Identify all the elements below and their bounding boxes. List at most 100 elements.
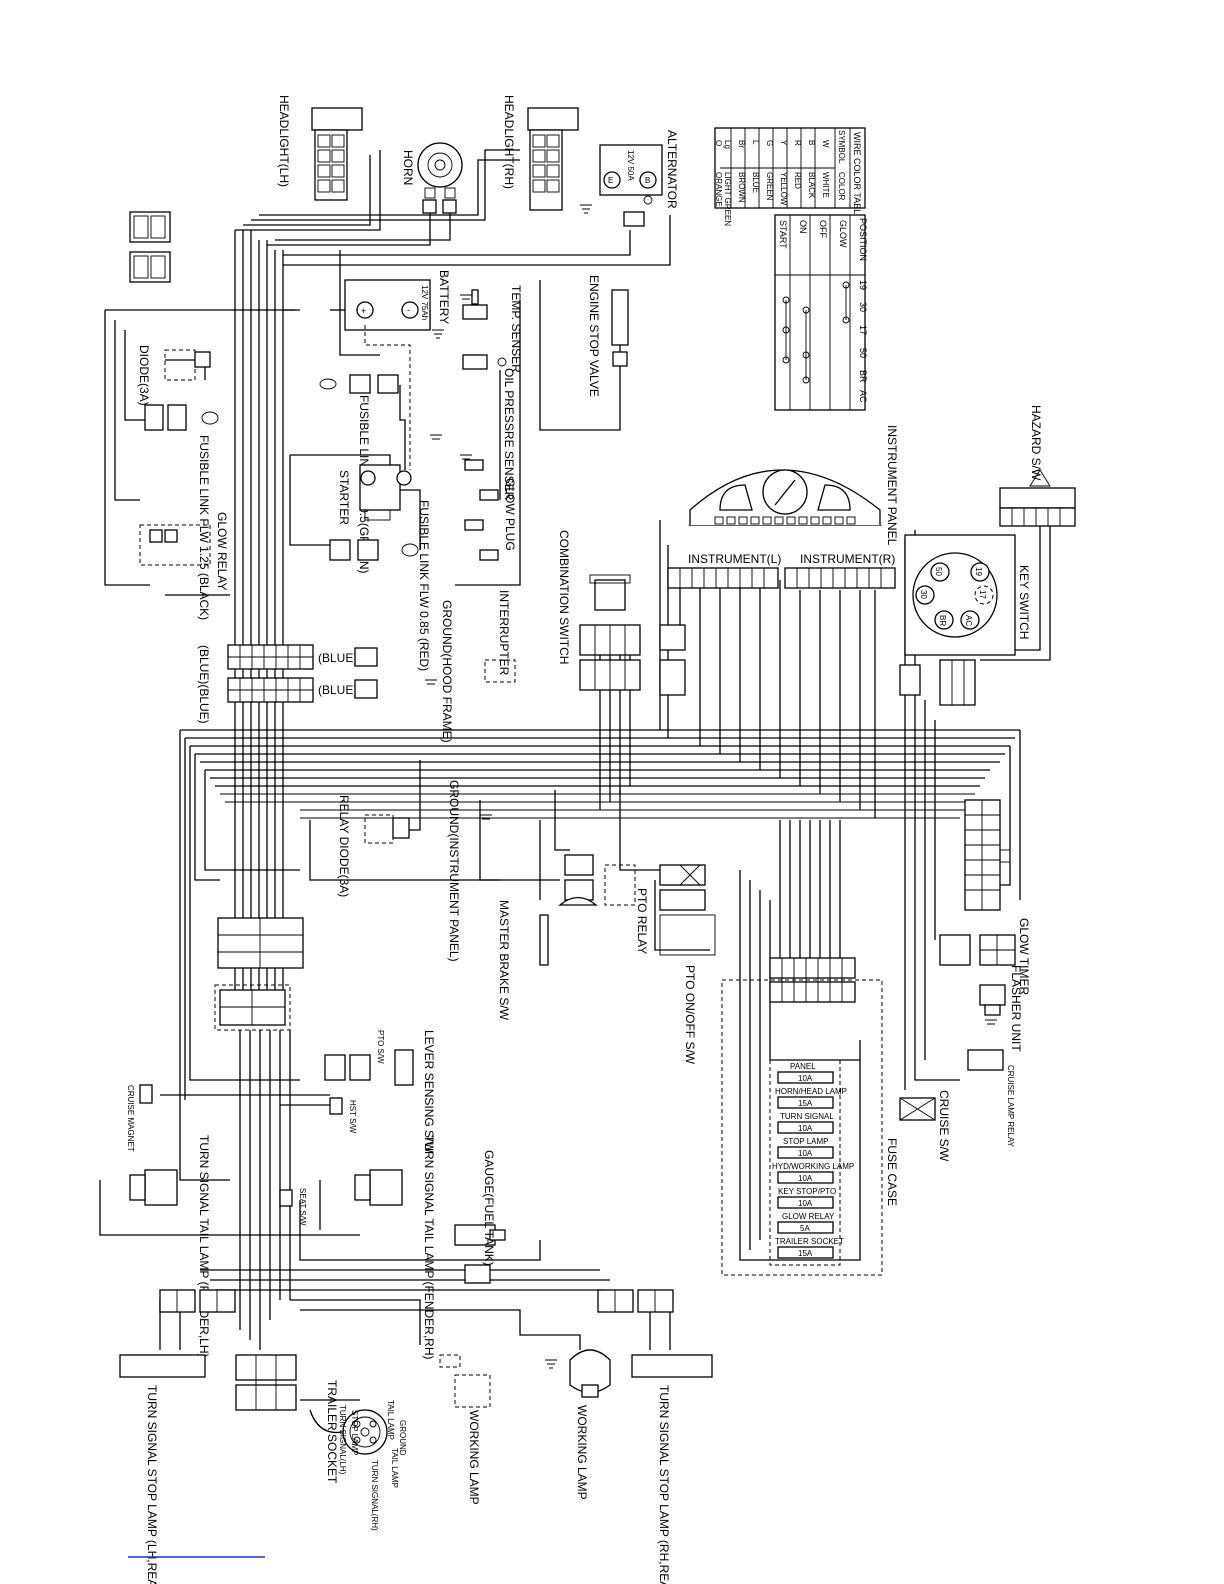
headlight-lh-label: HEADLIGHT(LH) bbox=[277, 95, 291, 187]
key-switch-label: KEY SWITCH bbox=[1017, 565, 1031, 639]
oil-pressure-sensor-label: OIL PRESSRE SENSER bbox=[502, 368, 516, 501]
fuse-name-4: HYD/WORKING LAMP bbox=[772, 1162, 854, 1171]
fuse-name-3: STOP LAMP bbox=[783, 1137, 829, 1146]
ks-term-30: 30 bbox=[919, 590, 928, 599]
ks-term-ac: AC bbox=[964, 615, 973, 626]
right-connector bbox=[964, 799, 1011, 911]
lever-sensing-switch: LEVER SENSING S/W PTO S/W bbox=[324, 1030, 436, 1153]
instrument-l-label: INSTRUMENT(L) bbox=[688, 552, 781, 566]
wire-sym-5: L bbox=[751, 140, 760, 145]
fuse-name-5: KEY STOP/PTO bbox=[778, 1187, 836, 1196]
instrument-r-label: INSTRUMENT(R) bbox=[800, 552, 895, 566]
hazard-sw-label: HAZARD S/W bbox=[1029, 405, 1043, 481]
wire-sym-6: Br bbox=[737, 140, 746, 148]
horn-label: HORN bbox=[401, 150, 415, 185]
interrupter-label: INTERRUPTER bbox=[497, 590, 511, 676]
ground-instrument-label: GROUND(INSTRUMENT PANEL) bbox=[447, 780, 461, 962]
ks-term-19: 19 bbox=[974, 567, 983, 576]
starter-label: STARTER bbox=[337, 470, 351, 525]
kp-header-2: 30 bbox=[858, 302, 868, 312]
fuse-name-7: TRAILER SOCKET bbox=[775, 1237, 844, 1246]
cruise-lamp-relay: CRUISE LAMP RELAY bbox=[967, 1049, 1015, 1148]
battery: + - 12V 75Ah BATTERY bbox=[344, 270, 451, 470]
fuse-rating-6: 5A bbox=[800, 1224, 810, 1233]
fusible-link-085-label: FUSIBLE LINK FLW 0.85 (RED) bbox=[417, 500, 431, 671]
seat-sw-label: SEAT S/W bbox=[298, 1188, 307, 1226]
fuse-glow-relay: GLOW RELAY 5A bbox=[777, 1212, 835, 1234]
cruise-magnet-label: CRUISE MAGNET bbox=[126, 1085, 135, 1152]
relay-diode: RELAY DIODE(3A) bbox=[337, 795, 410, 897]
ks-term-17: 17 bbox=[978, 590, 987, 599]
lower-left-connector-a bbox=[217, 917, 304, 969]
wire-col-2: RED bbox=[793, 172, 802, 189]
ks-term-br: BR bbox=[938, 615, 947, 626]
kp-header-4: 50 bbox=[858, 348, 868, 358]
fuse-stop-lamp: STOP LAMP 10A bbox=[777, 1137, 834, 1159]
glow-timer: GLOW TIMER bbox=[939, 918, 1031, 995]
fuse-name-0: PANEL bbox=[790, 1062, 816, 1071]
wire-sym-7: Lg bbox=[723, 140, 732, 149]
turn-signal-rh-label: TURN SIGNAL(RH) bbox=[370, 1460, 379, 1531]
instrument-indicator-row bbox=[714, 516, 856, 525]
fuse-rating-4: 10A bbox=[798, 1174, 813, 1183]
master-brake-switch: MASTER BRAKE S/W bbox=[497, 854, 598, 1021]
tail-lamp-b-label: TAIL LAMP bbox=[390, 1448, 399, 1488]
blue-connector-1: (BLUE) bbox=[227, 644, 378, 670]
battery-label: BATTERY bbox=[437, 270, 451, 324]
fuse-rating-3: 10A bbox=[798, 1149, 813, 1158]
kp-row-2: ON bbox=[798, 220, 808, 234]
alternator-rating: 12V 50A bbox=[626, 150, 635, 181]
key-position-table: POSITION 19 30 17 50 BR AC GLOW OFF ON S… bbox=[774, 214, 868, 411]
turn-signal-lh-rear: TURN SIGNAL STOP LAMP (LH,REAR) bbox=[119, 1354, 206, 1584]
glow-relay-label: GLOW RELAY bbox=[215, 512, 229, 590]
battery-minus: - bbox=[407, 305, 410, 315]
working-lamp-dashed: WORKING LAMP bbox=[439, 1354, 491, 1505]
pto-sw-small-label: PTO S/W bbox=[376, 1030, 385, 1064]
instrument-r-connector: INSTRUMENT(R) bbox=[784, 552, 896, 589]
kp-header-0: POSITION bbox=[858, 218, 868, 261]
connector-left-top-1 bbox=[129, 211, 171, 243]
tail-lamp-a-label: TAIL LAMP bbox=[386, 1400, 395, 1440]
hazard-switch: HAZARD S/W bbox=[999, 405, 1076, 527]
fuse-hyd-working: HYD/WORKING LAMP 10A bbox=[772, 1162, 854, 1184]
wire-harness bbox=[99, 149, 1051, 1434]
trailer-socket: TRAILER SOCKET TAIL LAMP GROUND TAIL LAM… bbox=[325, 1380, 407, 1531]
fuse-case-label: FUSE CASE bbox=[885, 1138, 899, 1206]
rear-connector-right bbox=[597, 1289, 674, 1313]
fuse-list: PANEL 10A HORN/HEAD LAMP 15A TURN SIGNAL… bbox=[772, 1062, 854, 1259]
seat-switch: SEAT S/W bbox=[279, 1188, 307, 1226]
wire-sym-4: G bbox=[765, 140, 774, 146]
kp-row-0: GLOW bbox=[838, 220, 848, 248]
blue-connector-2: (BLUE) bbox=[227, 677, 378, 703]
wire-col-6: BROWN bbox=[737, 172, 746, 203]
stop-lamp-label: STOP LAMP bbox=[350, 1410, 359, 1456]
fusible-link-red: FUSIBLE LINK FLW 0.85 (RED) bbox=[329, 500, 431, 671]
diode-3a: DIODE(3A) bbox=[137, 345, 211, 406]
wire-col-7: LIGHT GREEN bbox=[723, 172, 732, 226]
blue-label-3: (BLUE)(BLUE) bbox=[197, 645, 211, 724]
fuse-case: FUSE CASE PANEL 10A HORN/HEAD LAMP 15A T… bbox=[721, 957, 899, 1276]
instrument-panel: INSTRUMENT PANEL bbox=[687, 425, 899, 546]
trailer-socket-label: TRAILER SOCKET bbox=[325, 1380, 339, 1484]
wire-col-8: ORANGE bbox=[714, 172, 723, 207]
engine-stop-valve-label: ENGINE STOP VALVE bbox=[587, 275, 601, 397]
ground-hood-label: GROUND(HOOD FRAME) bbox=[440, 600, 454, 743]
hst-switch: HST S/W bbox=[329, 1097, 357, 1134]
wire-table-title: WIRE COLOR TABLE bbox=[852, 132, 862, 220]
headlight-rh-label: HEADLIGHT(RH) bbox=[502, 95, 516, 189]
alt-term-b: B bbox=[645, 176, 650, 185]
wire-sym-8: O bbox=[714, 140, 723, 146]
turn-signal-lh-rear-label: TURN SIGNAL STOP LAMP (LH,REAR) bbox=[145, 1385, 159, 1584]
glow-relay: GLOW RELAY bbox=[139, 512, 229, 590]
cruise-switch: CRUISE S/W bbox=[899, 1090, 951, 1162]
fuse-horn-head: HORN/HEAD LAMP 15A bbox=[775, 1087, 847, 1109]
blue-label-1: (BLUE) bbox=[318, 651, 357, 665]
key-switch: 19 17 50 30 BR AC KEY SWITCH bbox=[899, 534, 1031, 706]
cruise-sw-label: CRUISE S/W bbox=[937, 1090, 951, 1162]
battery-plus: + bbox=[361, 306, 366, 316]
fuse-turn-signal: TURN SIGNAL 10A bbox=[777, 1112, 834, 1134]
glow-plug: GLOW PLUG bbox=[464, 459, 517, 561]
lever-sensing-label: LEVER SENSING S/W bbox=[422, 1030, 436, 1153]
cruise-lamp-relay-label: CRUISE LAMP RELAY bbox=[1006, 1065, 1015, 1148]
